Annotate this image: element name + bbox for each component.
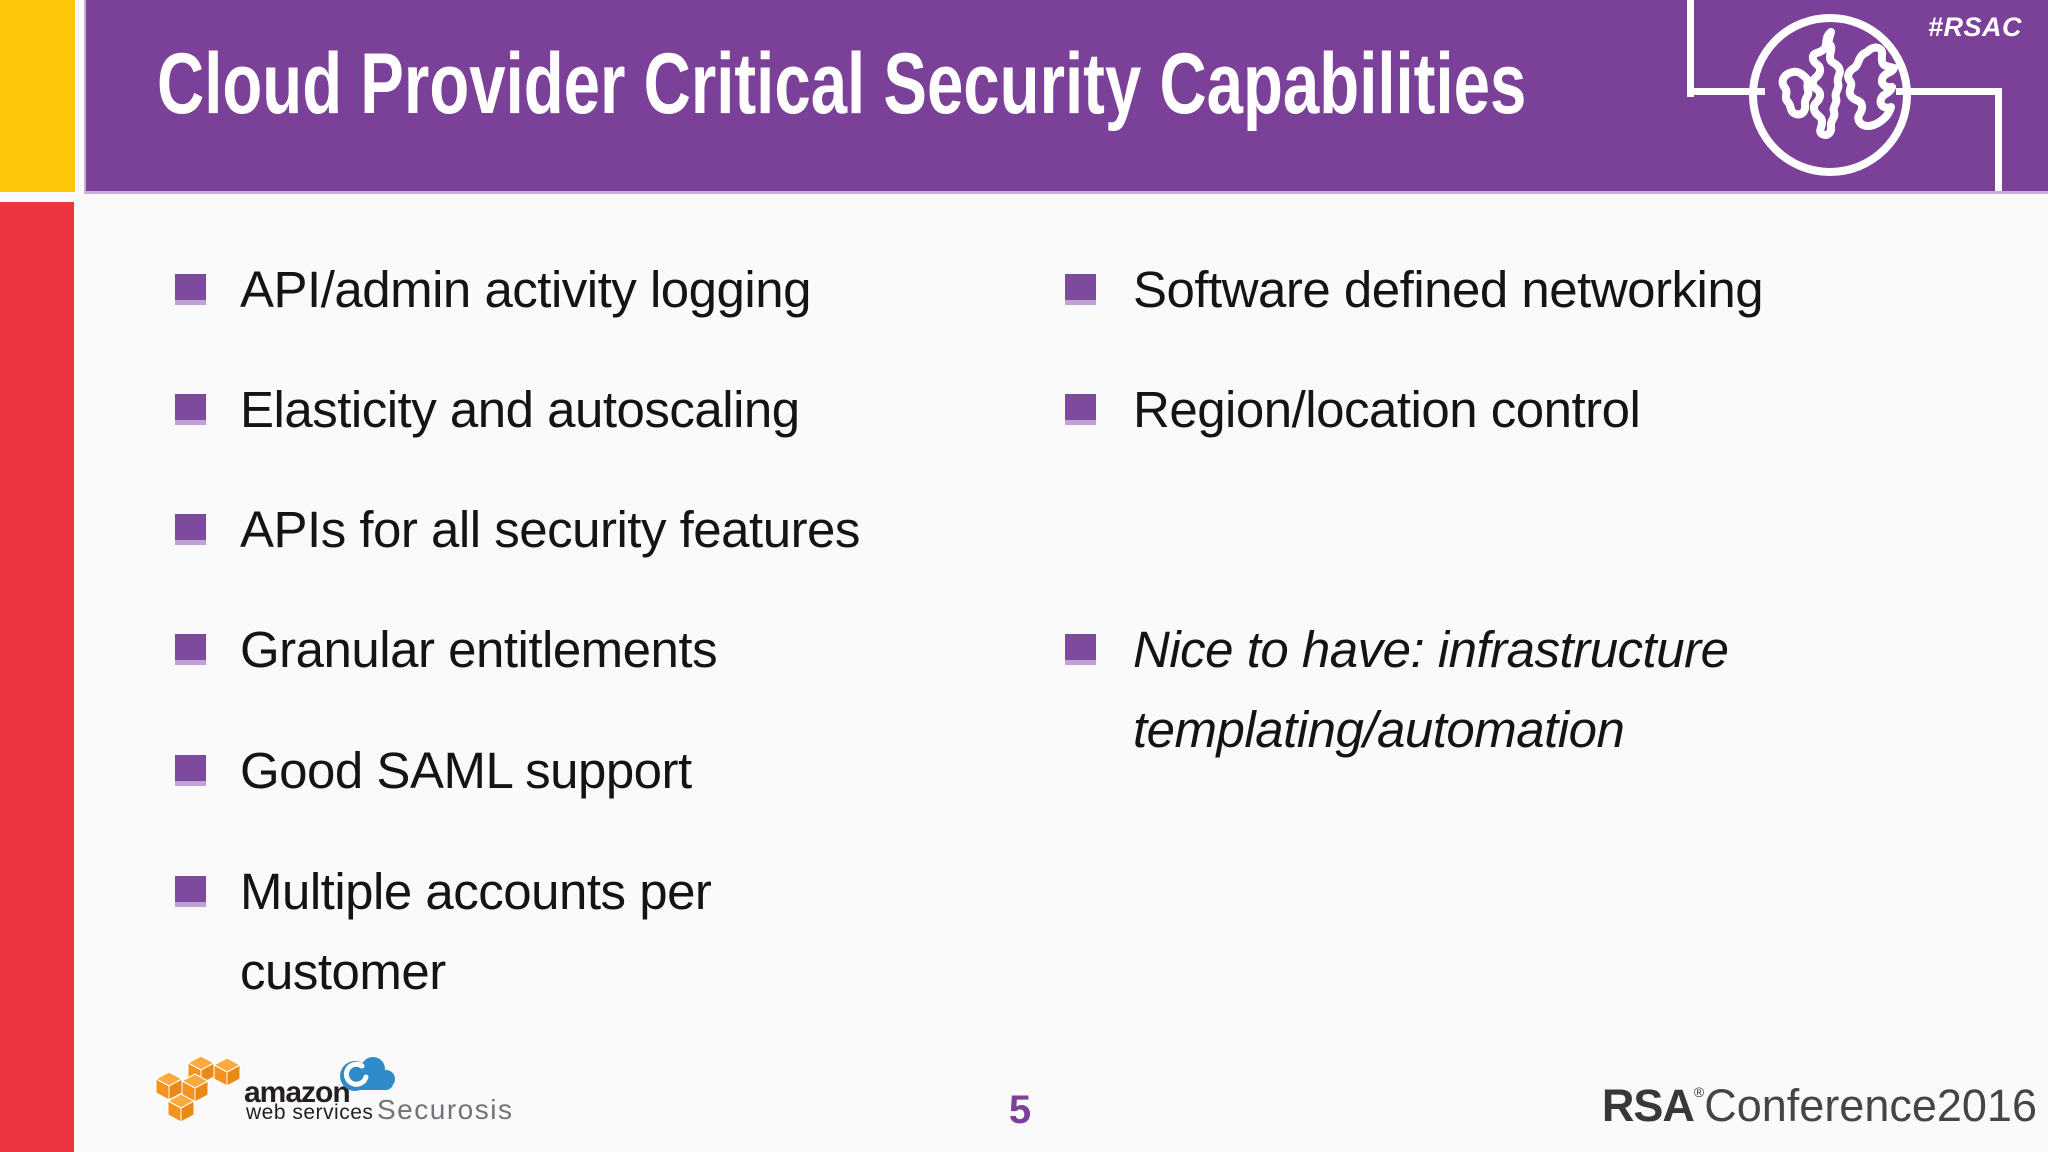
list-item: Elasticity and autoscaling xyxy=(175,370,800,450)
bullet-text: Granular entitlements xyxy=(240,621,718,678)
globe-icon xyxy=(1749,14,1911,176)
list-item: Software defined networking xyxy=(1065,250,1764,330)
square-bullet-icon xyxy=(175,394,206,425)
rsac-hashtag: #RSAC xyxy=(1927,12,2022,42)
red-accent-bar xyxy=(0,202,74,1152)
square-bullet-icon xyxy=(1065,634,1096,665)
bullet-text: Region/location control xyxy=(1133,381,1641,438)
aws-cubes-icon xyxy=(154,1056,242,1123)
list-item: API/admin activity logging xyxy=(175,250,811,330)
page-title: Cloud Provider Critical Security Capabil… xyxy=(157,36,1527,132)
square-bullet-icon xyxy=(175,876,206,907)
rsa-logo-bold: RSA xyxy=(1601,1080,1695,1131)
banner-line-horizontal-right xyxy=(1896,88,2002,95)
page-number: 5 xyxy=(1008,1088,1032,1132)
aws-wordmark: amazon xyxy=(244,1076,351,1109)
list-item: Good SAML support xyxy=(175,731,692,811)
cloud-s-icon xyxy=(340,1057,395,1091)
bullet-text: APIs for all security features xyxy=(240,501,860,558)
square-bullet-icon xyxy=(175,274,206,305)
square-bullet-icon xyxy=(175,634,206,665)
bullet-text: Software defined networking xyxy=(1133,261,1764,318)
list-item: Region/location control xyxy=(1065,370,1641,450)
securosis-logo: Securosis xyxy=(335,1052,515,1127)
banner-line-horizontal-left xyxy=(1687,88,1765,95)
aws-subtext: web services xyxy=(246,1101,374,1124)
title-banner: Cloud Provider Critical Security Capabil… xyxy=(84,0,2048,194)
bullet-text: Elasticity and autoscaling xyxy=(240,381,800,438)
list-item: Granular entitlements xyxy=(175,610,718,690)
yellow-accent-bar xyxy=(0,0,75,192)
bullet-text: API/admin activity logging xyxy=(240,261,811,318)
banner-line-vertical-left xyxy=(1687,0,1694,97)
securosis-wordmark: Securosis xyxy=(377,1094,514,1125)
list-item: APIs for all security features xyxy=(175,490,860,570)
bullet-text: Good SAML support xyxy=(240,742,692,799)
registered-mark: ® xyxy=(1693,1084,1705,1100)
square-bullet-icon xyxy=(1065,274,1096,305)
square-bullet-icon xyxy=(175,755,206,786)
square-bullet-icon xyxy=(1065,394,1096,425)
rsa-conference-logo: RSA®Conference2016 xyxy=(1602,1080,2037,1132)
banner-line-vertical-right xyxy=(1995,88,2002,191)
rsa-logo-light: Conference2016 xyxy=(1704,1080,2037,1131)
square-bullet-icon xyxy=(175,514,206,545)
aws-logo: amazon web services xyxy=(150,1056,380,1126)
